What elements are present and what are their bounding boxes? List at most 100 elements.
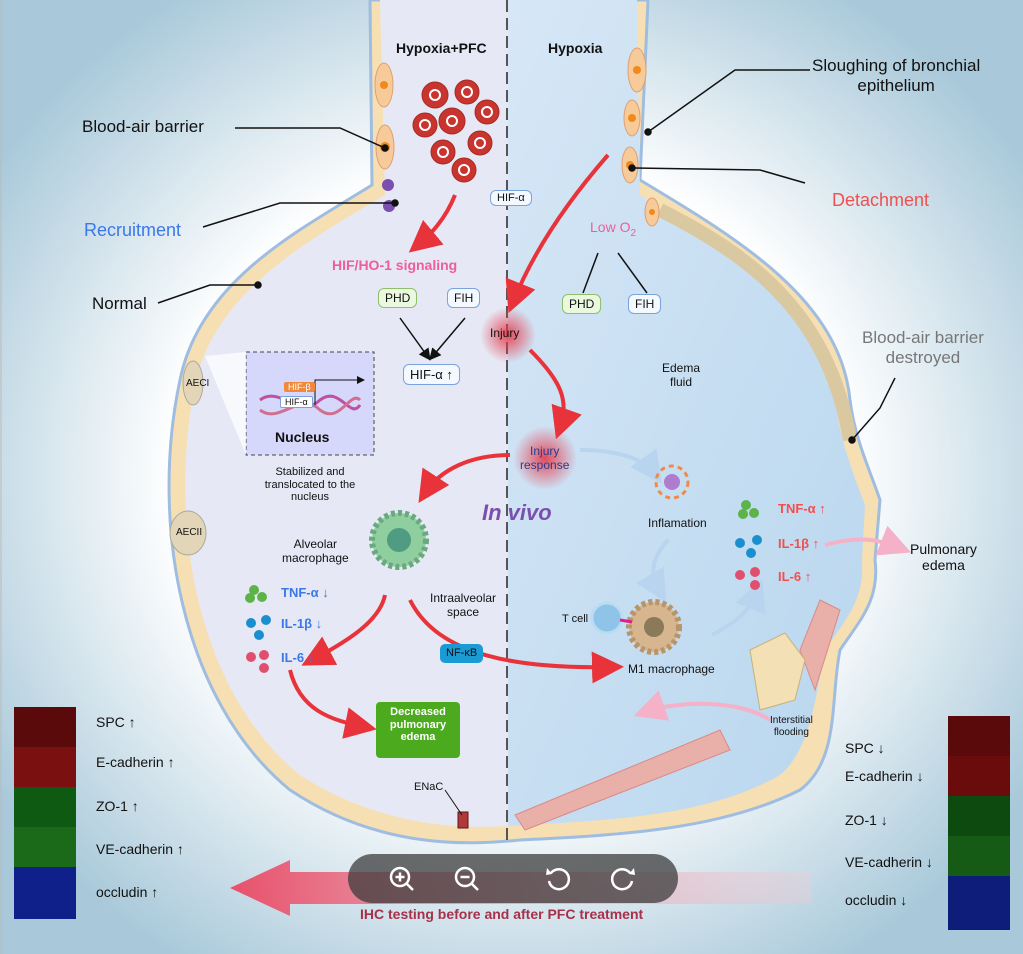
label-enac: ENaC (414, 781, 444, 793)
label-blood-air-barrier: Blood-air barrier (82, 117, 204, 136)
ihc-image-zo1-right (948, 796, 1010, 836)
label-line: Stabilized and (275, 466, 345, 478)
viewer-toolbar (348, 854, 678, 903)
cytokine-dots (245, 500, 762, 673)
label-line: Decreased (390, 706, 446, 718)
marker-right-spc: SPC ↓ (845, 740, 885, 756)
ihc-image-zo1-left (14, 787, 76, 827)
cytokine-left-il6: IL-6 ↓ (281, 650, 315, 665)
red-blood-cells (412, 79, 500, 183)
label-m1-macrophage: M1 macrophage (628, 662, 715, 676)
label-line: Alveolar (293, 537, 338, 551)
label-aeci: AECI (186, 378, 210, 389)
label-line: edema (922, 557, 965, 574)
zoom-in-icon (389, 866, 414, 891)
label-low-o2: Low O2 (590, 219, 636, 239)
cytokine-left-il1b: IL-1β ↓ (281, 616, 323, 631)
marker-left-ecadherin: E-cadherin ↑ (96, 754, 175, 770)
cytokine-right-il6: IL-6 ↑ (778, 569, 812, 584)
label-recruitment: Recruitment (84, 220, 182, 240)
label-line: translocated to the (264, 478, 356, 491)
label-inflamation: Inflamation (648, 516, 707, 530)
ihc-image-spc-right (948, 716, 1010, 756)
label-line: Pulmonary (910, 541, 977, 557)
marker-right-occludin: occludin ↓ (845, 892, 908, 908)
zoom-out-button[interactable] (451, 863, 483, 895)
ihc-image-vecadherin-left (14, 827, 76, 867)
zoom-in-button[interactable] (386, 863, 418, 895)
rotate-left-button[interactable] (542, 863, 574, 895)
label-line: Sloughing of bronchial (812, 56, 981, 75)
label-line: nucleus (291, 491, 329, 504)
label-t-cell: T cell (562, 613, 589, 625)
label-in-vivo: In vivo (482, 500, 552, 525)
label-line: epithelium (857, 75, 935, 95)
nfkb-box: NF-κB (440, 644, 484, 663)
label-line: edema (400, 731, 436, 744)
label-aecii: AECII (176, 527, 203, 538)
label-detachment: Detachment (832, 190, 930, 210)
label-nucleus: Nucleus (275, 429, 330, 445)
label-line: Blood-air barrier (862, 328, 984, 347)
label-hif-signaling: HIF/HO-1 signaling (332, 257, 458, 273)
label-line: Injury (530, 444, 560, 458)
label-line: space (447, 604, 480, 619)
cytokine-left-tnf: TNF-α ↓ (281, 585, 329, 600)
ihc-image-occludin-left (14, 867, 76, 919)
label-line: fluid (670, 374, 693, 389)
rotate-right-button[interactable] (607, 863, 639, 895)
ihc-image-ecadherin-right (948, 756, 1010, 796)
label-line: Interstitial (770, 715, 813, 726)
hif-beta-tag: HIF-β (284, 382, 315, 393)
header-hypoxia-pfc: Hypoxia+PFC (396, 40, 487, 56)
hif-alpha-up-box: HIF-α ↑ (403, 364, 460, 385)
label-line: pulmonary (389, 718, 447, 731)
header-hypoxia: Hypoxia (548, 40, 603, 56)
zoom-out-icon (454, 866, 479, 891)
cytokine-right-il1b: IL-1β ↑ (778, 536, 820, 551)
cytokine-right-tnf: TNF-α ↑ (778, 501, 826, 516)
fih-box-left: FIH (447, 288, 481, 308)
label-normal: Normal (92, 294, 147, 313)
marker-right-zo1: ZO-1 ↓ (845, 812, 888, 828)
label-line: response (520, 457, 570, 472)
label-line: macrophage (282, 550, 349, 565)
marker-right-ecadherin: E-cadherin ↓ (845, 768, 924, 784)
ihc-image-occludin-right (948, 876, 1010, 930)
low-o2-subscript: 2 (630, 227, 637, 239)
hif-alpha-box: HIF-α (490, 190, 532, 206)
marker-left-vecadherin: VE-cadherin ↑ (96, 841, 184, 857)
hif-alpha-tag: HIF-α (280, 396, 313, 409)
marker-left-occludin: occludin ↑ (96, 884, 159, 900)
low-o2-text: Low O (590, 219, 631, 235)
rotate-right-icon (610, 868, 635, 891)
label-line: Edema (662, 361, 701, 375)
phd-box-left: PHD (378, 288, 418, 308)
marker-right-vecadherin: VE-cadherin ↓ (845, 854, 933, 870)
ihc-image-spc-left (14, 707, 76, 747)
ihc-image-vecadherin-right (948, 836, 1010, 876)
label-line: flooding (773, 726, 809, 738)
fih-box-right: FIH (628, 294, 662, 314)
label-line: destroyed (885, 347, 961, 367)
marker-left-spc: SPC ↑ (96, 714, 136, 730)
phd-box-right: PHD (562, 294, 602, 314)
rotate-left-icon (546, 868, 571, 891)
marker-left-zo1: ZO-1 ↑ (96, 798, 139, 814)
label-line: Intraalveolar (430, 591, 497, 605)
ihc-image-ecadherin-left (14, 747, 76, 787)
label-ihc-arrow: IHC testing before and after PFC treatme… (360, 906, 644, 922)
label-injury: Injury (490, 326, 520, 340)
